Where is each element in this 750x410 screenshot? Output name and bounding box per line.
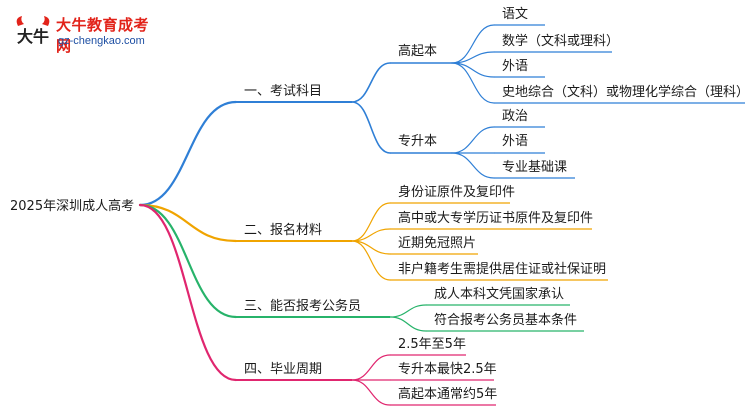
branch-period[interactable]: 四、毕业周期 xyxy=(244,362,323,377)
materials-item[interactable]: 近期免冠照片 xyxy=(398,236,477,251)
logo-title: 大牛教育成考网 xyxy=(56,16,150,55)
logo-mark-text: 大牛 xyxy=(17,27,49,46)
gaoqiben-item[interactable]: 外语 xyxy=(502,59,529,74)
civil-item[interactable]: 符合报考公务员基本条件 xyxy=(434,313,578,328)
connector-line xyxy=(389,304,427,318)
period-item[interactable]: 高起本通常约5年 xyxy=(398,387,498,402)
root-node[interactable]: 2025年深圳成人高考 xyxy=(10,199,135,214)
civil-item[interactable]: 成人本科文凭国家承认 xyxy=(434,287,565,302)
connector-line xyxy=(451,24,495,64)
connector-line xyxy=(138,203,238,319)
materials-item[interactable]: 身份证原件及复印件 xyxy=(398,185,516,200)
period-item[interactable]: 专升本最快2.5年 xyxy=(398,362,497,377)
period-item[interactable]: 2.5年至5年 xyxy=(398,337,466,352)
branch-subjects[interactable]: 一、考试科目 xyxy=(244,84,323,99)
subjects-zhuanshengben[interactable]: 专升本 xyxy=(398,134,438,149)
branch-materials[interactable]: 二、报名材料 xyxy=(244,223,323,238)
zhuanshengben-item[interactable]: 外语 xyxy=(502,134,529,149)
connector-line xyxy=(138,100,238,207)
logo-url: gz-chengkao.com xyxy=(58,35,145,47)
gaoqiben-item[interactable]: 史地综合（文科）或物理化学综合（理科） xyxy=(502,85,750,100)
bull-logo-icon: 大牛 xyxy=(16,16,50,46)
connector-line xyxy=(351,379,391,406)
zhuanshengben-item[interactable]: 政治 xyxy=(502,109,529,124)
connector-line xyxy=(451,62,495,78)
zhuanshengben-item[interactable]: 专业基础课 xyxy=(502,160,568,175)
gaoqiben-item[interactable]: 数学（文科或理科） xyxy=(502,34,620,49)
materials-item[interactable]: 高中或大专学历证书原件及复印件 xyxy=(398,211,594,226)
connector-line xyxy=(451,62,495,104)
branch-civil-service[interactable]: 三、能否报考公务员 xyxy=(244,299,362,314)
connector-line xyxy=(351,101,391,154)
connector-line xyxy=(451,126,495,154)
connector-line xyxy=(351,354,391,381)
connector-line xyxy=(389,316,427,332)
connector-line xyxy=(138,203,238,243)
materials-item[interactable]: 非户籍考生需提供居住证或社保证明 xyxy=(398,262,607,277)
subjects-gaoqiben[interactable]: 高起本 xyxy=(398,44,438,59)
connector-line xyxy=(351,62,391,103)
connector-line xyxy=(351,202,391,242)
connector-line xyxy=(351,240,391,281)
site-logo[interactable]: 大牛 大牛教育成考网 gz-chengkao.com xyxy=(12,12,162,55)
gaoqiben-item[interactable]: 语文 xyxy=(502,7,529,22)
connector-line xyxy=(451,152,495,179)
connector-line xyxy=(138,203,238,382)
